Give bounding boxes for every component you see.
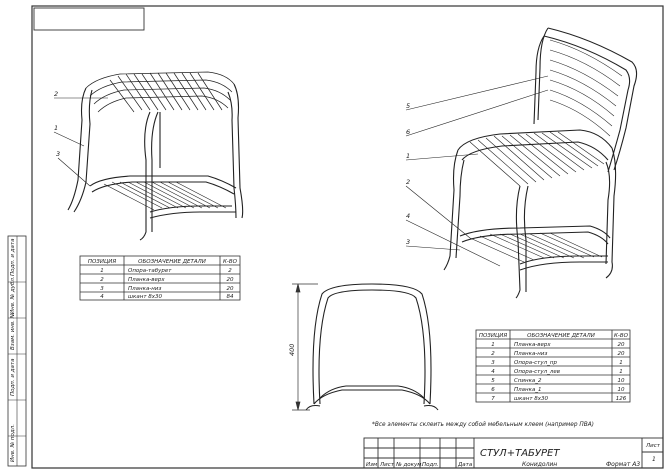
side-label-5: Инв. № подл. [10,424,16,462]
chair-row-4-qty: 1 [619,369,623,375]
chair-table-header-pos: ПОЗИЦИЯ [479,333,507,339]
stool-leader-1: 1 [54,124,58,132]
chair-row-1-pos: 1 [491,342,495,348]
chair-leader-3: 3 [406,238,410,246]
drawing-title: СТУЛ+ТАБУРЕТ [480,448,560,459]
stamp-label-izm: Изм [366,462,377,468]
chair-row-7-pos: 7 [491,396,495,402]
stool-leader-3: 3 [56,150,60,158]
stool-table-header-qty: К-ВО [223,259,238,265]
side-label-1: Подп. и дата [10,238,16,276]
chair-row-1-name: Планка-верх [514,342,551,348]
developer-name: Конидолин [522,461,557,468]
stool-row-4-qty: 84 [227,294,234,300]
chair-row-7-qty: 126 [616,396,627,402]
stamp-label-sign: Подп. [422,462,439,468]
stool-row-3-pos: 3 [100,286,104,292]
stool-front-view [305,283,439,411]
stool-parts-table [79,255,241,301]
side-label-3: Взам. инв. № [10,312,16,350]
height-dimension-value: 400 [288,344,296,356]
title-block [363,437,664,469]
stool-isometric-view [53,71,244,241]
stool-row-1-pos: 1 [100,268,104,274]
sheet-border [31,5,664,469]
stool-row-3-qty: 20 [227,286,234,292]
sheet-number: 1 [652,456,656,463]
chair-row-2-pos: 2 [491,351,495,357]
corner-box [33,7,145,31]
stamp-label-date: Дата [457,462,473,468]
stool-row-4-name: шкант 8х30 [128,294,163,300]
chair-table-header-qty: К-ВО [614,333,629,339]
chair-leader-1: 1 [406,152,410,160]
chair-row-6-qty: 10 [618,387,625,393]
chair-row-2-name: Планка-низ [514,351,547,357]
binding-strip: Подп. и дата Инв. № дубл. Взам. инв. № П… [7,235,27,467]
chair-row-1-qty: 20 [618,342,625,348]
chair-row-5-pos: 5 [491,378,495,384]
chair-row-4-pos: 4 [491,369,495,375]
stool-row-3-name: Планка-низ [128,286,161,292]
chair-row-6-pos: 6 [491,387,495,393]
stamp-label-doc: № докум. [395,462,423,468]
chair-isometric-view [405,27,638,299]
stool-row-2-pos: 2 [100,277,104,283]
chair-leader-2: 2 [406,178,410,186]
chair-row-3-pos: 3 [491,360,495,366]
chair-leader-4: 4 [406,212,410,220]
chair-row-3-name: Опора-стул_пр [514,360,557,366]
side-label-4: Подп. и дата [10,358,16,396]
stool-row-1-name: Опора-табурет [128,268,172,274]
stool-row-2-qty: 20 [227,277,234,283]
sheet-label: Лист [645,443,661,449]
assembly-note: *Все элементы склеить между собой мебель… [372,422,594,428]
stool-leader-2: 2 [54,90,58,98]
paper-format: Формат А3 [606,461,640,468]
chair-leader-5: 5 [406,102,410,110]
chair-row-5-qty: 10 [618,378,625,384]
chair-row-3-qty: 1 [619,360,623,366]
chair-table-header-name: ОБОЗНАЧЕНИЕ ДЕТАЛИ [527,333,595,339]
stool-table-header-pos: ПОЗИЦИЯ [88,259,116,265]
height-dimension [292,283,318,411]
stool-row-1-qty: 2 [228,268,232,274]
stool-row-4-pos: 4 [100,294,104,300]
stool-seat-slats [85,71,235,113]
stool-table-header-name: ОБОЗНАЧЕНИЕ ДЕТАЛИ [138,259,206,265]
stamp-label-list: Лист [379,462,395,468]
chair-parts-table [475,329,631,403]
chair-row-7-name: шкант 8х30 [514,396,549,402]
side-label-2: Инв. № дубл. [10,276,16,314]
chair-row-6-name: Планка_1 [514,387,542,393]
chair-row-4-name: Опора-стул_лев [514,369,560,375]
stool-row-2-name: Планка-верх [128,277,165,283]
chair-leader-6: 6 [406,128,410,136]
chair-row-2-qty: 20 [618,351,625,357]
chair-row-5-name: Спинка_2 [514,378,542,384]
